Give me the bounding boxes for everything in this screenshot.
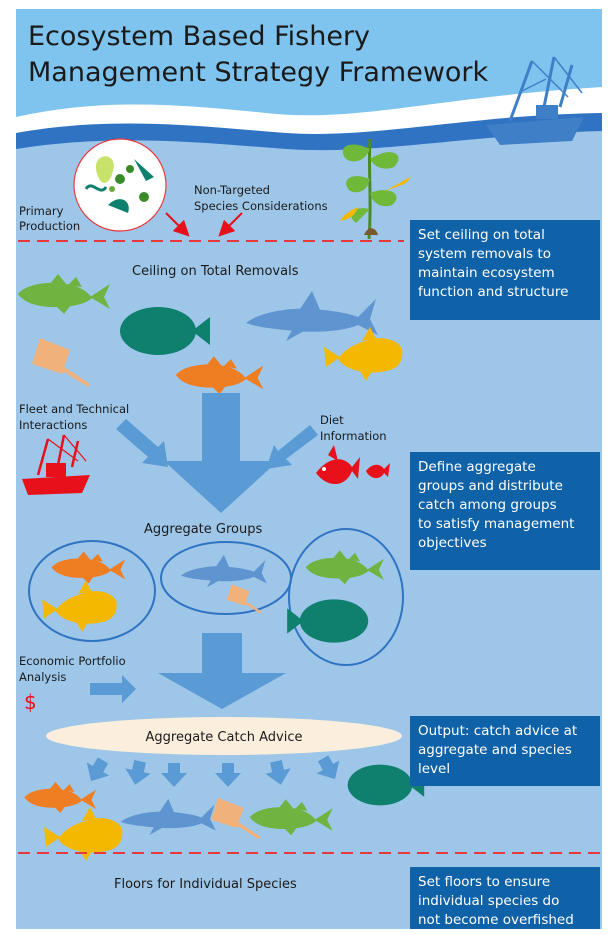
box-line: not become overfished xyxy=(418,912,574,928)
primary-production-label-1: Primary xyxy=(19,204,64,218)
diet-arrow xyxy=(266,425,318,469)
economic-label-2: Analysis xyxy=(19,670,66,684)
fishing-boat-icon xyxy=(486,56,584,145)
aggregate-groups-label: Aggregate Groups xyxy=(144,522,262,537)
box-line: aggregate and species xyxy=(418,742,572,758)
box-line: system removals to xyxy=(418,246,551,262)
box-line: Set floors to ensure xyxy=(418,874,551,890)
box-line: Output: catch advice at xyxy=(418,723,578,739)
ceiling-label: Ceiling on Total Removals xyxy=(132,264,299,279)
ceiling-description-box: Set ceiling on total system removals to … xyxy=(410,220,600,320)
fleet-label-1: Fleet and Technical xyxy=(19,402,129,416)
economic-label-1: Economic Portfolio xyxy=(19,654,126,668)
floors-label: Floors for Individual Species xyxy=(114,877,297,892)
non-targeted-label-1: Non-Targeted xyxy=(194,183,270,197)
box-line: to satisfy management xyxy=(418,516,575,532)
kelp-icon xyxy=(340,138,410,240)
floors-description-box: Set floors to ensure individual species … xyxy=(410,867,600,929)
aggregate-description-box: Define aggregate groups and distribute c… xyxy=(410,452,600,570)
title-line-2: Management Strategy Framework xyxy=(28,57,489,88)
diet-label-1: Diet xyxy=(320,413,344,427)
box-line: Define aggregate xyxy=(418,459,536,475)
flow-arrow-down-2 xyxy=(158,633,286,709)
group-1 xyxy=(28,540,156,642)
box-line: individual species do xyxy=(418,893,560,909)
box-line: objectives xyxy=(418,535,487,551)
arrow-from-primary xyxy=(165,212,190,237)
primary-production-label-2: Production xyxy=(19,219,80,233)
fleet-label-2: Interactions xyxy=(19,418,87,432)
diet-label-2: Information xyxy=(320,429,387,443)
group-3 xyxy=(287,528,404,666)
arrow-from-nontargeted xyxy=(218,212,243,237)
economic-arrow xyxy=(90,675,136,703)
wave-blue xyxy=(16,113,602,151)
output-description-box: Output: catch advice at aggregate and sp… xyxy=(410,716,600,786)
plankton-icon xyxy=(73,138,167,232)
box-line: catch among groups xyxy=(418,497,557,513)
infographic: Ecosystem Based Fishery Management Strat… xyxy=(16,9,602,929)
box-line: groups and distribute xyxy=(418,478,563,494)
box-line: Set ceiling on total xyxy=(418,227,545,243)
red-fish-icon xyxy=(316,445,390,485)
non-targeted-label-2: Species Considerations xyxy=(194,199,328,213)
dollar-icon: $ xyxy=(24,690,37,714)
red-boat-icon xyxy=(22,434,90,495)
box-line: maintain ecosystem xyxy=(418,265,555,281)
box-line: level xyxy=(418,761,451,777)
flow-arrow-down-1 xyxy=(164,393,278,513)
catch-advice-label: Aggregate Catch Advice xyxy=(146,730,303,745)
fleet-arrow xyxy=(116,419,168,467)
title-line-1: Ecosystem Based Fishery xyxy=(28,21,370,52)
catch-advice-ellipse xyxy=(46,717,402,755)
box-line: function and structure xyxy=(418,284,569,300)
